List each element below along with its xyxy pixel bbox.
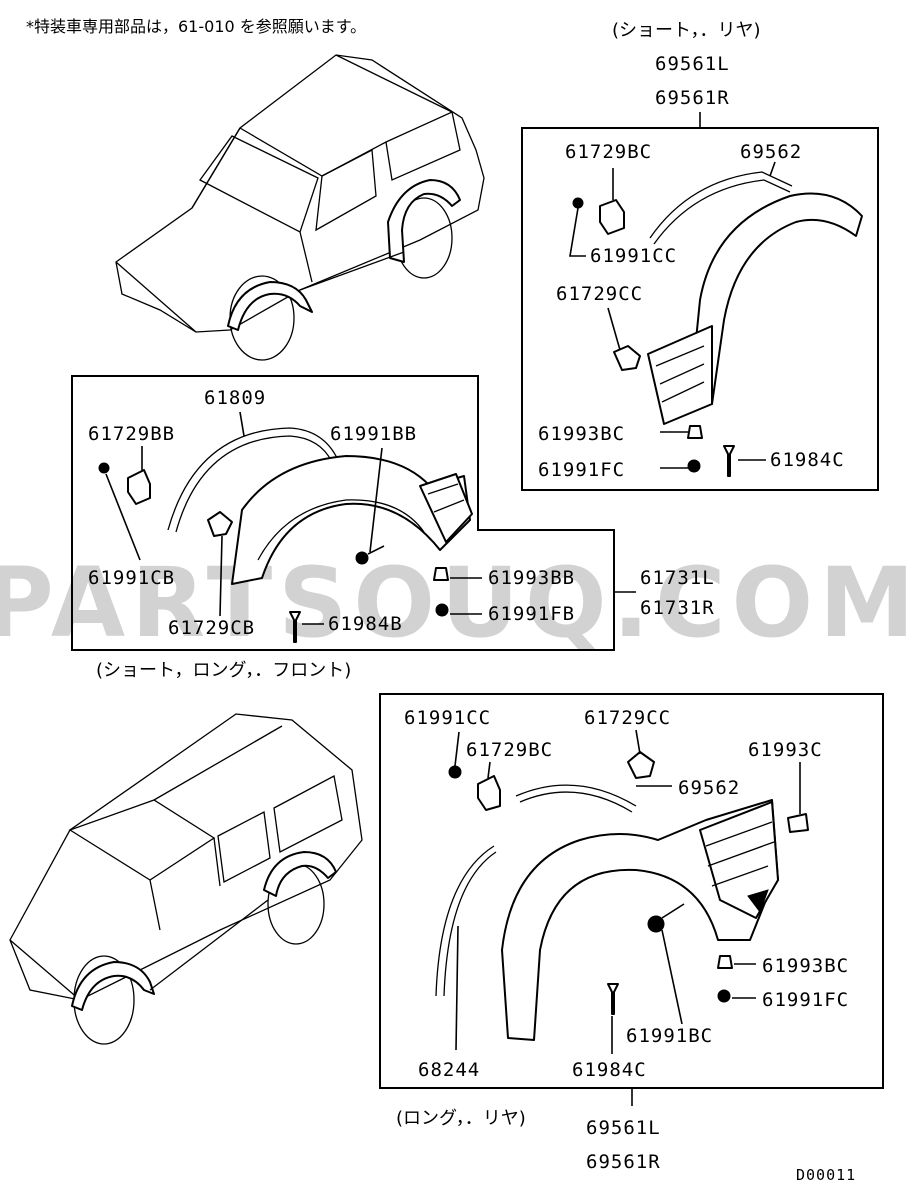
label-61984B: 61984B bbox=[328, 613, 403, 635]
label-61991BB: 61991BB bbox=[330, 423, 417, 445]
long-rear-parts-drawing bbox=[435, 729, 809, 1054]
short-rear-frame bbox=[521, 127, 879, 491]
front-parts-drawing bbox=[98, 411, 482, 643]
label-61729CB: 61729CB bbox=[168, 617, 255, 639]
label-61993BC: 61993BC bbox=[538, 423, 625, 445]
label-61993BC-b: 61993BC bbox=[762, 955, 849, 977]
front-assembly-left: 61731L bbox=[640, 567, 715, 589]
label-61991FB: 61991FB bbox=[488, 603, 575, 625]
label-61991CB: 61991CB bbox=[88, 567, 175, 589]
label-61729BC: 61729BC bbox=[565, 141, 652, 163]
header-note: *特装車専用部品は，61-010 を参照願います。 bbox=[26, 17, 366, 36]
short-rear-assembly-right: 69561R bbox=[655, 87, 730, 109]
label-61991CC: 61991CC bbox=[590, 245, 677, 267]
label-61984C: 61984C bbox=[770, 449, 845, 471]
long-rear-assembly-left: 69561L bbox=[586, 1117, 661, 1139]
label-69562-b: 69562 bbox=[678, 777, 740, 799]
label-61729BB: 61729BB bbox=[88, 423, 175, 445]
label-68244: 68244 bbox=[418, 1059, 480, 1081]
label-61991FC-b: 61991FC bbox=[762, 989, 849, 1011]
diagram-code: D00011 bbox=[796, 1166, 856, 1184]
label-61993BB: 61993BB bbox=[488, 567, 575, 589]
label-61991CC-b: 61991CC bbox=[404, 707, 491, 729]
vehicle-short-illustration bbox=[115, 54, 485, 361]
watermark: PARTSOUQ.COM bbox=[0, 547, 909, 659]
label-61729CC-b: 61729CC bbox=[584, 707, 671, 729]
label-61991BC: 61991BC bbox=[626, 1025, 713, 1047]
long-rear-caption: (ロング，．リヤ) bbox=[396, 1108, 526, 1129]
short-rear-assembly-left: 69561L bbox=[655, 53, 730, 75]
short-rear-parts-drawing bbox=[569, 161, 863, 477]
label-61991FC: 61991FC bbox=[538, 459, 625, 481]
label-61984C-b: 61984C bbox=[572, 1059, 647, 1081]
label-61809: 61809 bbox=[204, 387, 266, 409]
front-caption: (ショート，ロング，．フロント) bbox=[96, 660, 351, 681]
vehicle-long-illustration bbox=[9, 713, 363, 1045]
short-rear-caption: (ショート，．リヤ) bbox=[612, 20, 761, 41]
label-69562: 69562 bbox=[740, 141, 802, 163]
label-61993C: 61993C bbox=[748, 739, 823, 761]
label-61729BC-b: 61729BC bbox=[466, 739, 553, 761]
long-rear-assembly-right: 69561R bbox=[586, 1151, 661, 1173]
front-assembly-right: 61731R bbox=[640, 597, 715, 619]
front-frame bbox=[71, 375, 615, 651]
label-61729CC: 61729CC bbox=[556, 283, 643, 305]
